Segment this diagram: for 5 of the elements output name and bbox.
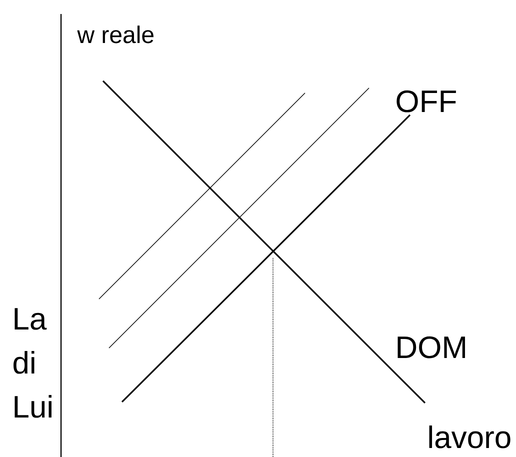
curve-label: DOM	[398, 336, 465, 358]
axis-label: w reale	[77, 26, 154, 44]
axis-label: lavoro	[429, 426, 510, 448]
axis-label: La di Lui	[14, 308, 52, 418]
curve-label: OFF	[396, 90, 456, 112]
